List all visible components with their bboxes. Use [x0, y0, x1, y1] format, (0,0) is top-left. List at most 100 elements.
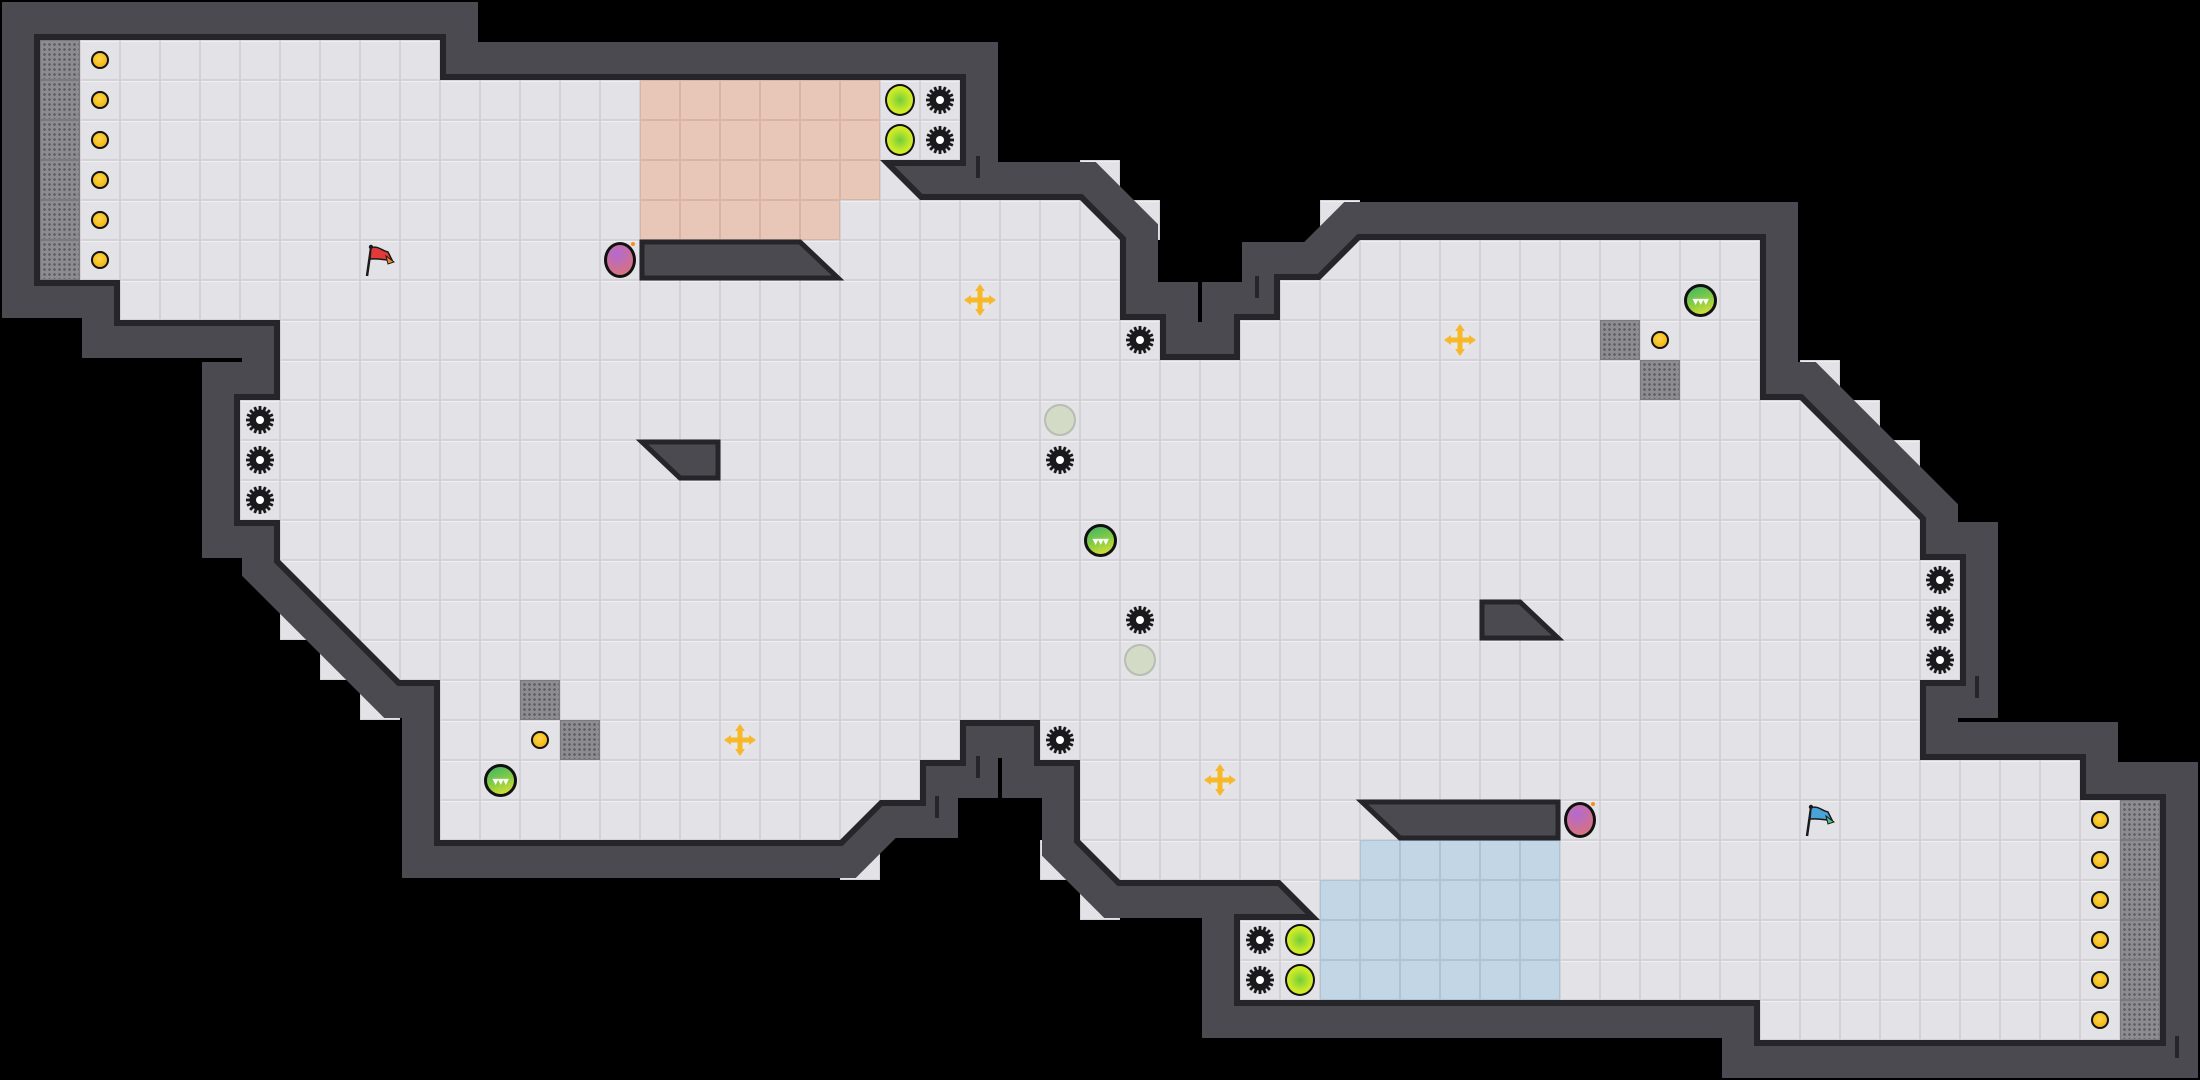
coin-icon	[2091, 891, 2109, 909]
vent-grate	[40, 80, 80, 120]
pale-orb[interactable]	[1120, 640, 1160, 680]
gear[interactable]	[1120, 600, 1160, 640]
gear[interactable]	[1920, 600, 1960, 640]
gear-icon	[1245, 965, 1275, 995]
gear[interactable]	[1240, 920, 1280, 960]
coin-icon	[91, 131, 109, 149]
coin[interactable]	[1640, 320, 1680, 360]
gear-icon	[245, 405, 275, 435]
green-ball[interactable]: ▼▼▼	[1680, 280, 1720, 320]
coin[interactable]	[80, 80, 120, 120]
gear[interactable]	[1920, 640, 1960, 680]
powerup-star[interactable]	[720, 720, 760, 760]
vent-grate	[2120, 880, 2160, 920]
bomb-icon	[604, 242, 636, 278]
green-ball[interactable]: ▼▼▼	[1080, 520, 1120, 560]
coin[interactable]	[2080, 920, 2120, 960]
gear[interactable]	[240, 400, 280, 440]
vent-grate	[2120, 1000, 2160, 1040]
blue-spawn-zone	[1320, 840, 1560, 1000]
coin-icon	[91, 171, 109, 189]
gear-icon	[925, 125, 955, 155]
powerup-star[interactable]	[960, 280, 1000, 320]
coin[interactable]	[2080, 800, 2120, 840]
powerup-star-icon	[723, 723, 757, 757]
blue-flag[interactable]	[1800, 800, 1840, 840]
vent-grate	[2120, 800, 2160, 840]
wall-block-left	[635, 439, 721, 481]
red-flag-icon	[362, 242, 398, 278]
gear-icon	[1045, 445, 1075, 475]
red-flag[interactable]	[360, 240, 400, 280]
inner-walls	[635, 239, 1565, 841]
wall-block-lower	[1355, 799, 1561, 841]
gear-icon	[1925, 645, 1955, 675]
bomb[interactable]	[1560, 800, 1600, 840]
coin-icon	[2091, 1011, 2109, 1029]
yellow-light[interactable]	[880, 120, 920, 160]
powerup-star-icon	[963, 283, 997, 317]
coin-icon	[91, 51, 109, 69]
green-ball-icon: ▼▼▼	[1083, 523, 1117, 557]
gear-icon	[1125, 605, 1155, 635]
vent-grate	[520, 680, 560, 720]
coin-icon	[1651, 331, 1669, 349]
wall-slits	[935, 156, 2179, 1058]
vent-grate	[40, 160, 80, 200]
gear[interactable]	[1120, 320, 1160, 360]
gear-icon	[245, 445, 275, 475]
pale-orb[interactable]	[1040, 400, 1080, 440]
green-ball-icon: ▼▼▼	[1683, 283, 1717, 317]
coin[interactable]	[520, 720, 560, 760]
gear[interactable]	[240, 440, 280, 480]
vent-grate	[2120, 840, 2160, 880]
coin[interactable]	[80, 40, 120, 80]
coin-icon	[2091, 971, 2109, 989]
green-ball[interactable]: ▼▼▼	[480, 760, 520, 800]
gear-icon	[245, 485, 275, 515]
gear[interactable]	[1040, 720, 1080, 760]
gear[interactable]	[1040, 440, 1080, 480]
yellow-light-icon	[885, 124, 915, 156]
powerup-star[interactable]	[1200, 760, 1240, 800]
wall-block-upper	[639, 239, 845, 281]
yellow-light[interactable]	[880, 80, 920, 120]
coin-icon	[2091, 851, 2109, 869]
powerup-star[interactable]	[1440, 320, 1480, 360]
gear-icon	[1045, 725, 1075, 755]
coin[interactable]	[80, 120, 120, 160]
coin-icon	[2091, 931, 2109, 949]
gear[interactable]	[920, 80, 960, 120]
gear-icon	[1925, 605, 1955, 635]
gear-icon	[1925, 565, 1955, 595]
coin-icon	[91, 251, 109, 269]
vent-grate	[2120, 960, 2160, 1000]
coin-icon	[2091, 811, 2109, 829]
gear-icon	[1245, 925, 1275, 955]
coin[interactable]	[2080, 1000, 2120, 1040]
vent-grate	[40, 200, 80, 240]
vent-grate	[2120, 920, 2160, 960]
vent-grate	[40, 240, 80, 280]
green-ball-icon: ▼▼▼	[483, 763, 517, 797]
coin[interactable]	[80, 160, 120, 200]
gear[interactable]	[1240, 960, 1280, 1000]
coin[interactable]	[2080, 880, 2120, 920]
coin-icon	[91, 91, 109, 109]
blue-flag-icon	[1802, 802, 1838, 838]
coin-icon	[531, 731, 549, 749]
yellow-light[interactable]	[1280, 960, 1320, 1000]
coin[interactable]	[80, 240, 120, 280]
gear[interactable]	[920, 120, 960, 160]
gear[interactable]	[1920, 560, 1960, 600]
gear-icon	[925, 85, 955, 115]
gear[interactable]	[240, 480, 280, 520]
yellow-light[interactable]	[1280, 920, 1320, 960]
coin[interactable]	[80, 200, 120, 240]
vent-grate	[560, 720, 600, 760]
bomb[interactable]	[600, 240, 640, 280]
coin[interactable]	[2080, 840, 2120, 880]
coin[interactable]	[2080, 960, 2120, 1000]
powerup-star-icon	[1443, 323, 1477, 357]
